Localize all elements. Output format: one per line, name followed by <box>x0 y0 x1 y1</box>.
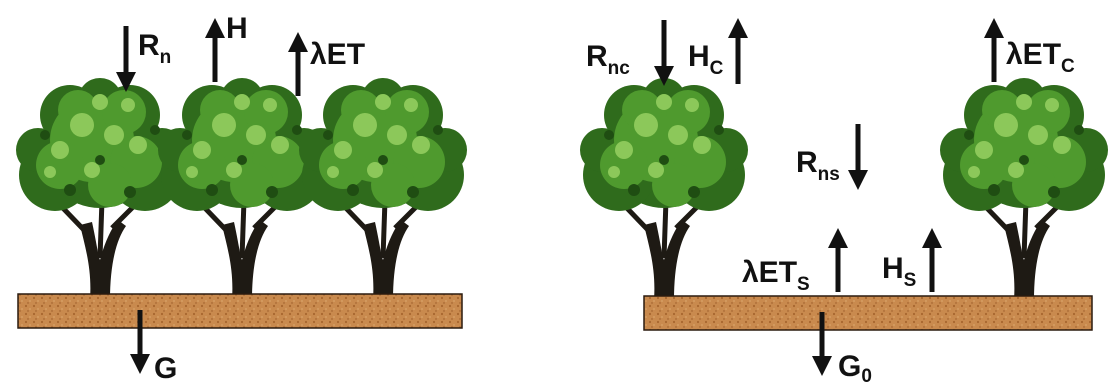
label-g0: G0 <box>838 350 872 387</box>
soil-layer <box>17 293 463 329</box>
right-panel: Rnc HC λETC Rns λETS HS G0 <box>580 18 1108 387</box>
tree-icon <box>580 78 748 300</box>
tree-icon <box>158 78 326 300</box>
label-g: G <box>154 352 177 385</box>
label-h: H <box>226 12 248 45</box>
label-rn: Rn <box>138 29 171 68</box>
left-panel: Rn H λET G <box>16 12 467 385</box>
label-rns: Rns <box>796 146 840 185</box>
label-letc: λETC <box>1006 38 1075 77</box>
soil-layer <box>643 295 1093 331</box>
tree-icon <box>16 78 184 300</box>
label-hs: HS <box>882 252 916 291</box>
label-lets: λETS <box>742 256 810 295</box>
label-let: λET <box>310 38 365 71</box>
tree-icon <box>299 78 467 300</box>
label-hc: HC <box>688 40 724 79</box>
label-rnc: Rnc <box>586 40 630 79</box>
tree-icon <box>940 78 1108 300</box>
